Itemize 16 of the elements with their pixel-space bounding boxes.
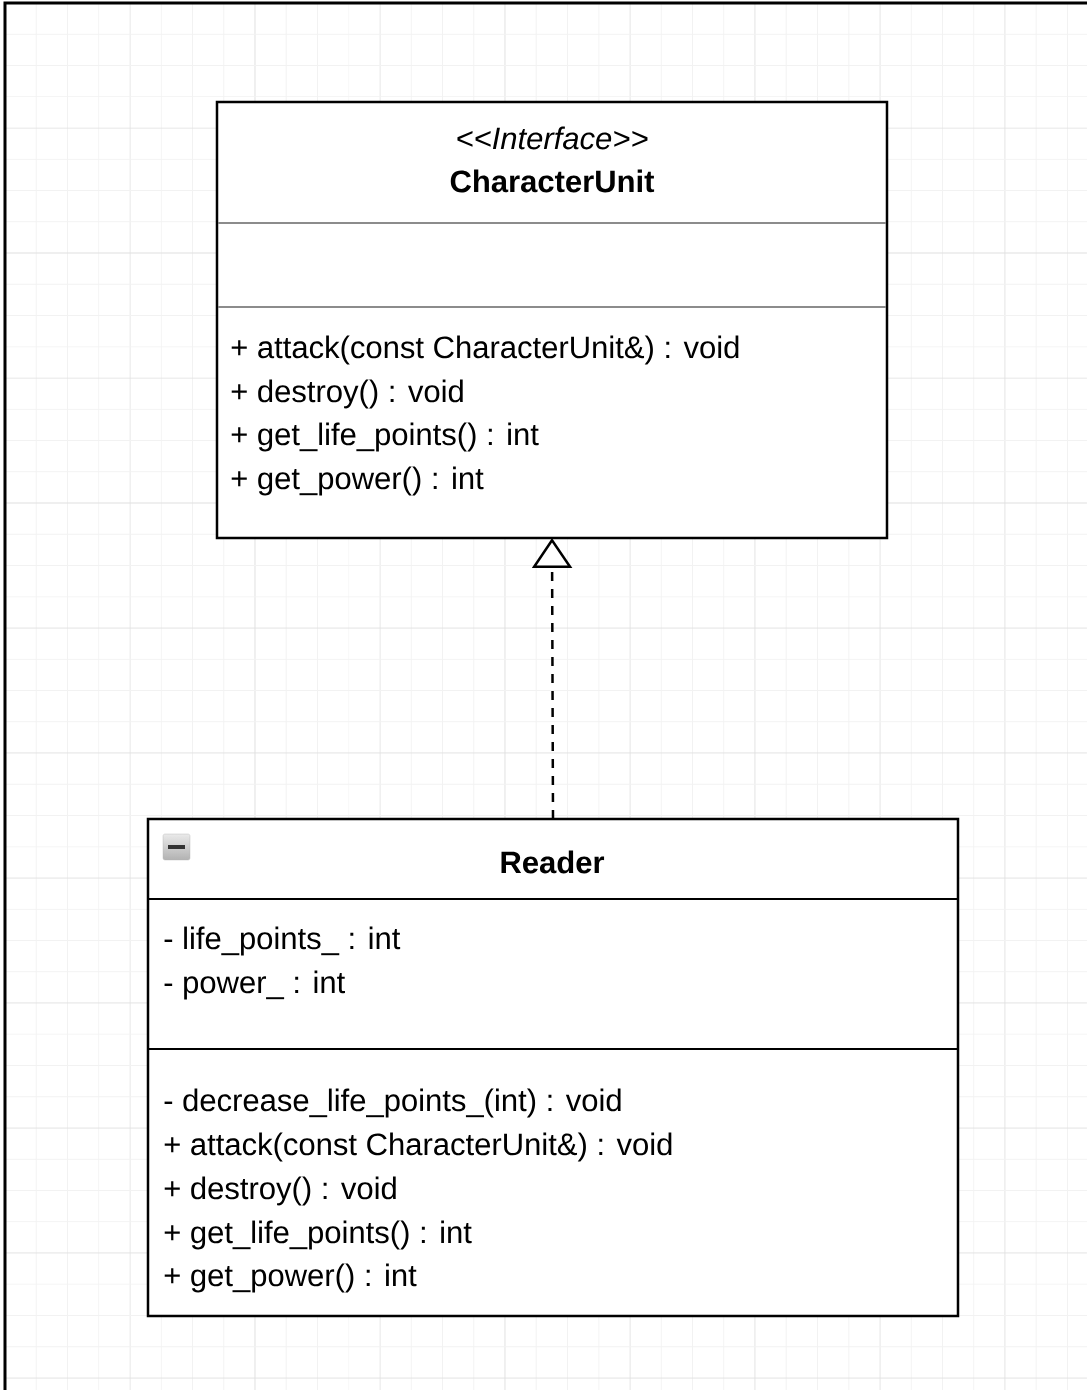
member-text: + get_life_points() : int	[164, 1220, 472, 1250]
member-text: + attack(const CharacterUnit&) : void	[164, 1132, 672, 1162]
member-text: + get_life_points() : int	[231, 422, 539, 452]
member-text: - power_ : int	[164, 970, 345, 1000]
class-name: CharacterUnit	[450, 169, 655, 193]
interface-class-box	[215, 100, 889, 540]
member-text: + get_power() : int	[164, 1263, 417, 1293]
member-text: + get_power() : int	[231, 466, 484, 496]
member-text: + destroy() : void	[231, 379, 463, 409]
member-text: + attack(const CharacterUnit&) : void	[231, 335, 739, 365]
member-text: - decrease_life_points_(int) : void	[164, 1088, 621, 1118]
stereotype-label: <<Interface>>	[457, 126, 648, 150]
member-text: + destroy() : void	[164, 1176, 396, 1206]
class-name: Reader	[501, 850, 605, 874]
class-box	[146, 817, 960, 1318]
member-text: - life_points_ : int	[164, 926, 401, 956]
